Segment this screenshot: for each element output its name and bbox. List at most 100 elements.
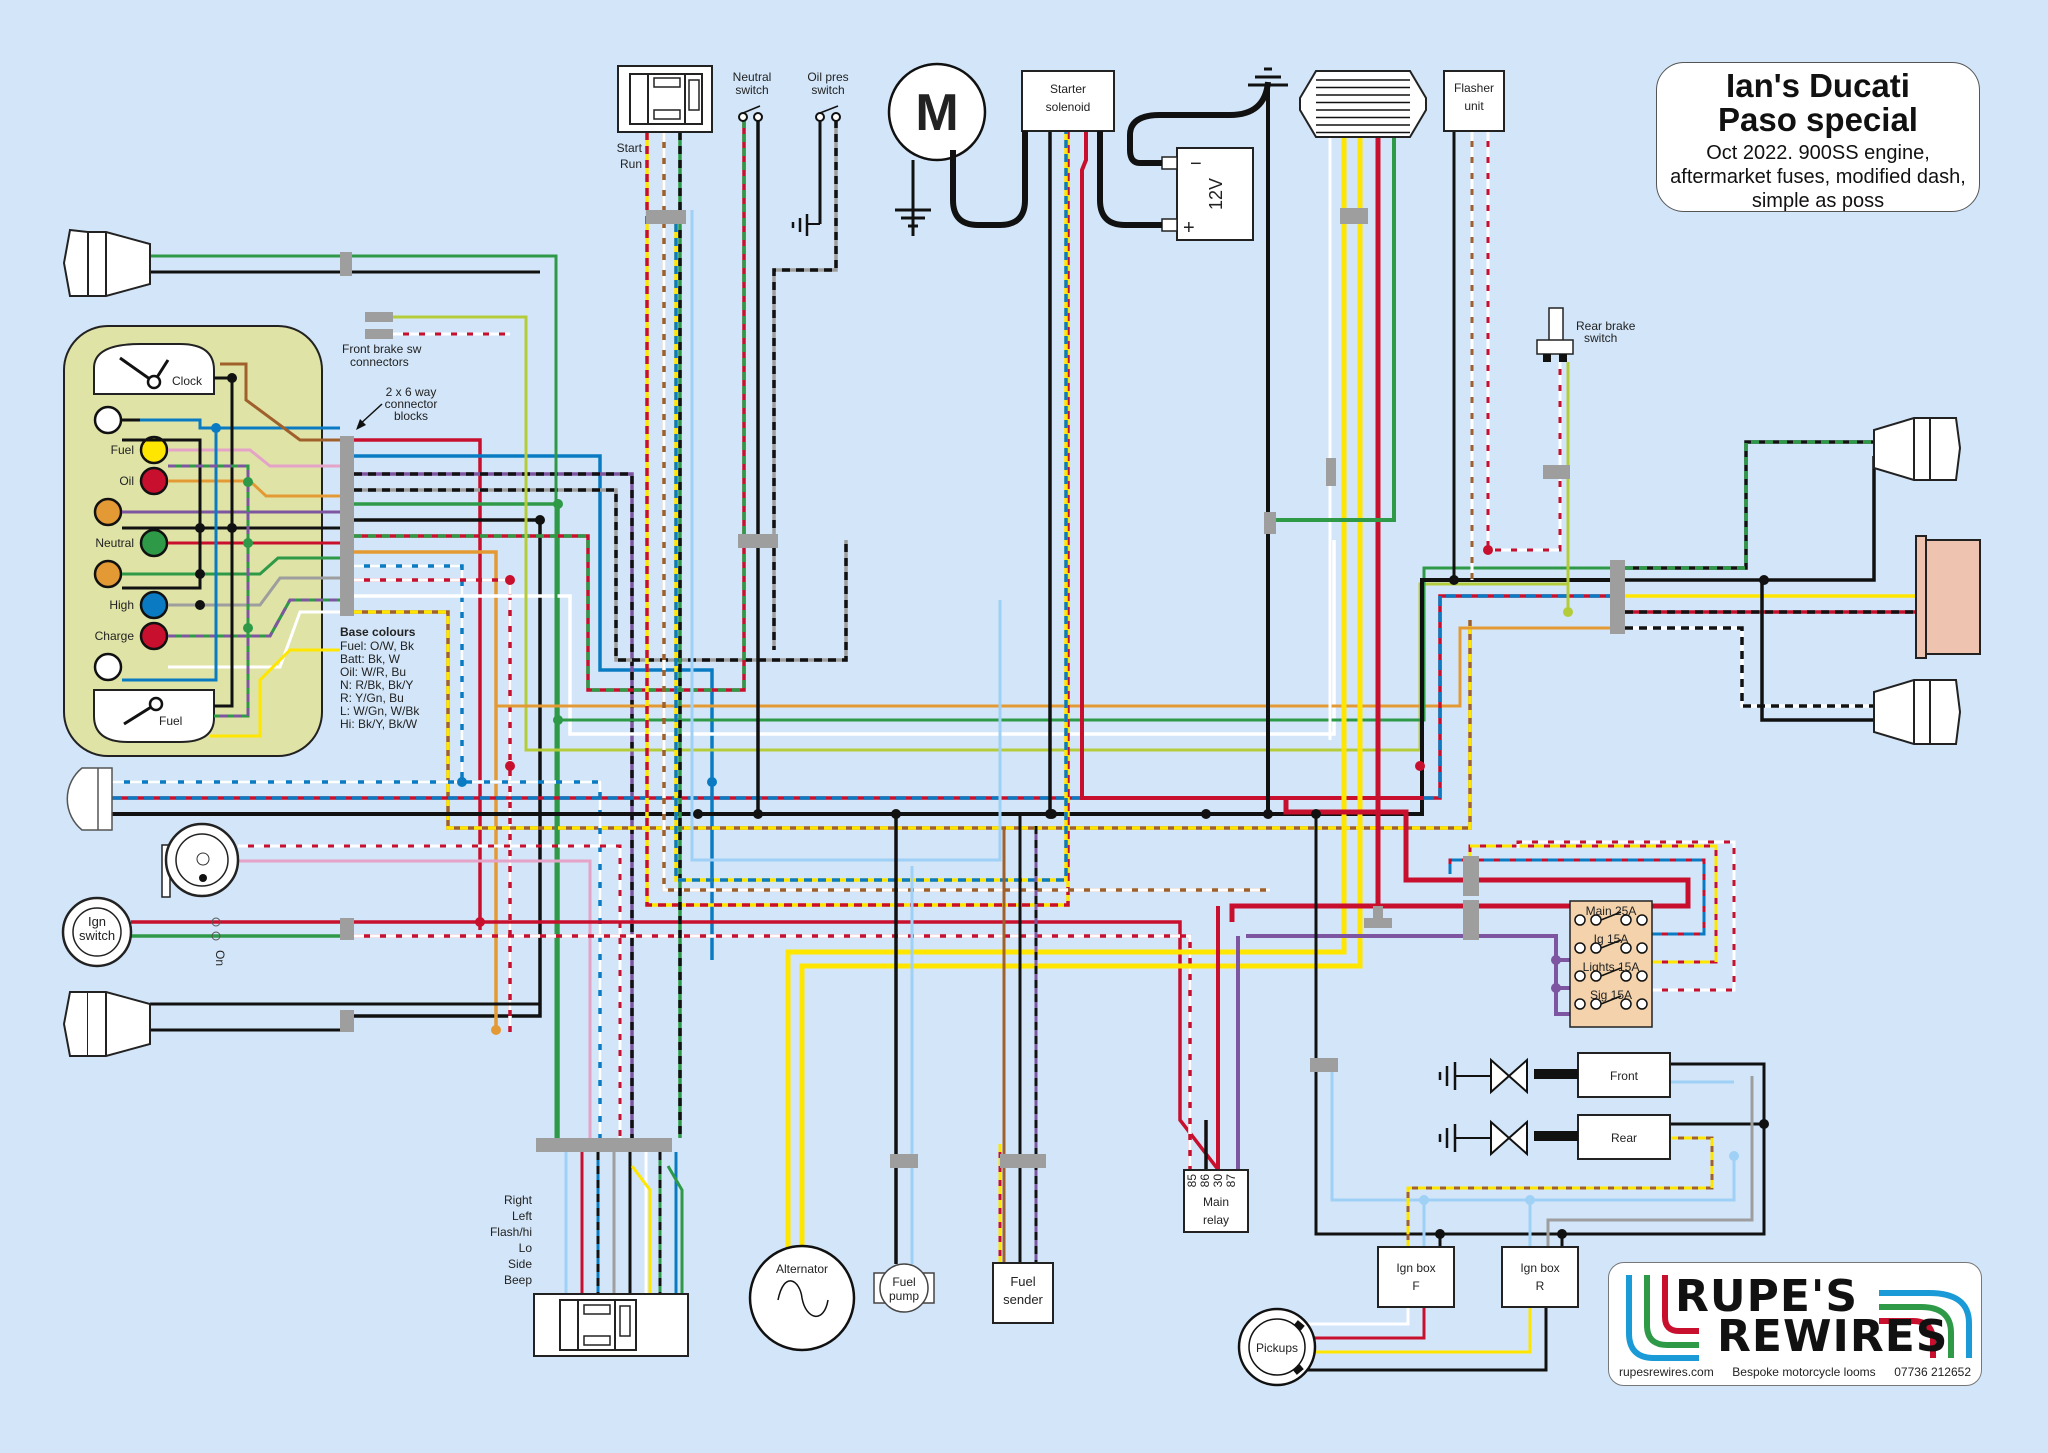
fuse-link-icon xyxy=(1600,967,1622,977)
arrow-head-icon xyxy=(356,419,366,430)
front-brake-connector xyxy=(365,312,393,322)
diagram-title: Ian's Ducati xyxy=(1726,67,1910,104)
pickups: Pickups xyxy=(1237,1307,1317,1387)
warning-lamp-label: Oil xyxy=(119,474,134,488)
flasher-label-2: unit xyxy=(1464,99,1484,113)
indicator-wire xyxy=(1625,440,1874,570)
dash-wire xyxy=(220,362,340,442)
base-colour-item: Hi: Bk/Y, Bk/W xyxy=(340,717,418,731)
logo-stripes-icon xyxy=(1626,1275,1972,1361)
battery-voltage-label: 12V xyxy=(1206,178,1226,210)
logo-tagline: Bespoke motorcycle looms xyxy=(1732,1365,1876,1379)
horn-wire-tracer xyxy=(238,844,622,1138)
warning-lamp xyxy=(93,497,123,527)
junction-dot xyxy=(1311,809,1321,819)
dash-wire xyxy=(122,556,340,576)
flasher-wire-tracer xyxy=(1486,131,1562,552)
front-brake-connector xyxy=(365,329,393,339)
fuse-terminal xyxy=(1590,942,1602,954)
junction-dot xyxy=(457,777,467,787)
connector xyxy=(536,1138,672,1152)
coil-rear-label: Rear xyxy=(1611,1131,1637,1145)
junction-dot xyxy=(1551,983,1561,993)
warning-lamp xyxy=(139,466,169,496)
fuel-sender-label: Fuel xyxy=(1010,1274,1035,1289)
connectors xyxy=(340,208,1625,1168)
pickup-wire xyxy=(1300,1307,1548,1372)
junction-dot xyxy=(475,917,485,927)
fuse-wire xyxy=(1283,798,1691,909)
battery: − + 12V xyxy=(1161,147,1254,241)
junction-dot xyxy=(553,715,563,725)
fuse-label: Main 25A xyxy=(1586,904,1637,918)
indicator-wire xyxy=(1760,580,1874,722)
base-colour-item: L: W/Gn, W/Bk xyxy=(340,704,420,718)
front-brake-label: Front brake sw xyxy=(342,342,422,356)
dash-wire xyxy=(122,438,202,590)
fuse-terminal xyxy=(1574,914,1586,926)
fuse-link-icon xyxy=(1600,939,1622,949)
connector-blocks-label-3: blocks xyxy=(394,409,428,423)
regulator-rectifier xyxy=(1299,70,1427,138)
connector xyxy=(1373,906,1383,920)
main-relay-label-2: relay xyxy=(1203,1213,1229,1227)
diagram-subtitle-2: aftermarket fuses, modified dash, xyxy=(1670,166,1966,188)
ign-switch-label-2: switch xyxy=(79,928,115,943)
ignition-switch: Ign switch On xyxy=(61,896,227,968)
connector xyxy=(340,1010,354,1032)
clock-gauge xyxy=(93,343,215,395)
junction-dot xyxy=(227,373,237,383)
coil-front-label: Front xyxy=(1610,1069,1639,1083)
alternator: Alternator xyxy=(748,1244,856,1352)
solenoid-wire-tracer xyxy=(674,131,1068,882)
fuel-gauge-label: Fuel xyxy=(159,714,182,728)
dash-wire xyxy=(168,448,340,468)
logo-website[interactable]: rupesrewires.com xyxy=(1619,1365,1714,1379)
logo-phone: 07736 212652 xyxy=(1894,1365,1971,1379)
flasher-label: Flasher xyxy=(1454,81,1494,95)
start-wire xyxy=(645,131,1070,907)
fuse-wire-tracer xyxy=(1468,844,1718,964)
diagram-subtitle: Oct 2022. 900SS engine, xyxy=(1706,142,1930,164)
neutral-switch-label-2: switch xyxy=(735,83,768,97)
ign-box-f-label: Ign box xyxy=(1396,1261,1435,1275)
headlight-wire-tracer xyxy=(112,594,1610,800)
junction-dot xyxy=(535,515,545,525)
warning-lamp xyxy=(139,621,169,651)
switch-position-label: Left xyxy=(512,1209,533,1223)
harness-wire-tracer xyxy=(354,564,464,782)
junction-dot xyxy=(1483,545,1493,555)
lsw-wire xyxy=(666,1165,684,1294)
relay-pin-label: 30 xyxy=(1211,1174,1225,1188)
junction-dot xyxy=(1759,575,1769,585)
headlight-wire xyxy=(112,578,1610,816)
ign-wire xyxy=(131,920,1222,1174)
fuse-terminal xyxy=(1574,998,1586,1010)
horn xyxy=(161,822,240,898)
start-run-switch: Start Run xyxy=(617,65,713,171)
junction-dot xyxy=(693,809,703,819)
junction-dot xyxy=(505,761,515,771)
fuse-terminal xyxy=(1620,942,1632,954)
warning-lamp-label: Neutral xyxy=(95,536,134,550)
ign-box-f-label-2: F xyxy=(1412,1279,1419,1293)
regulator-wire xyxy=(1276,137,1396,522)
connector-block-2x6 xyxy=(340,436,354,616)
indicator-wire xyxy=(1625,626,1874,708)
connector xyxy=(1543,465,1570,479)
connector xyxy=(890,1154,918,1168)
fuse-terminal xyxy=(1590,914,1602,926)
junction-dot xyxy=(491,1025,501,1035)
junction-dot xyxy=(1419,1195,1429,1205)
tail-light xyxy=(1915,535,1981,659)
switch-position-label: Side xyxy=(508,1257,532,1271)
title-card: Ian's Ducati Paso special Oct 2022. 900S… xyxy=(1656,62,1980,212)
junction-dot xyxy=(211,423,221,433)
pickup-wire xyxy=(1307,1307,1410,1326)
brake-wire xyxy=(393,315,1568,752)
relay-pin-label: 86 xyxy=(1198,1174,1212,1188)
base-colour-item: R: Y/Gn, Bu xyxy=(340,691,404,705)
harness-wire-tracer xyxy=(354,578,512,1032)
